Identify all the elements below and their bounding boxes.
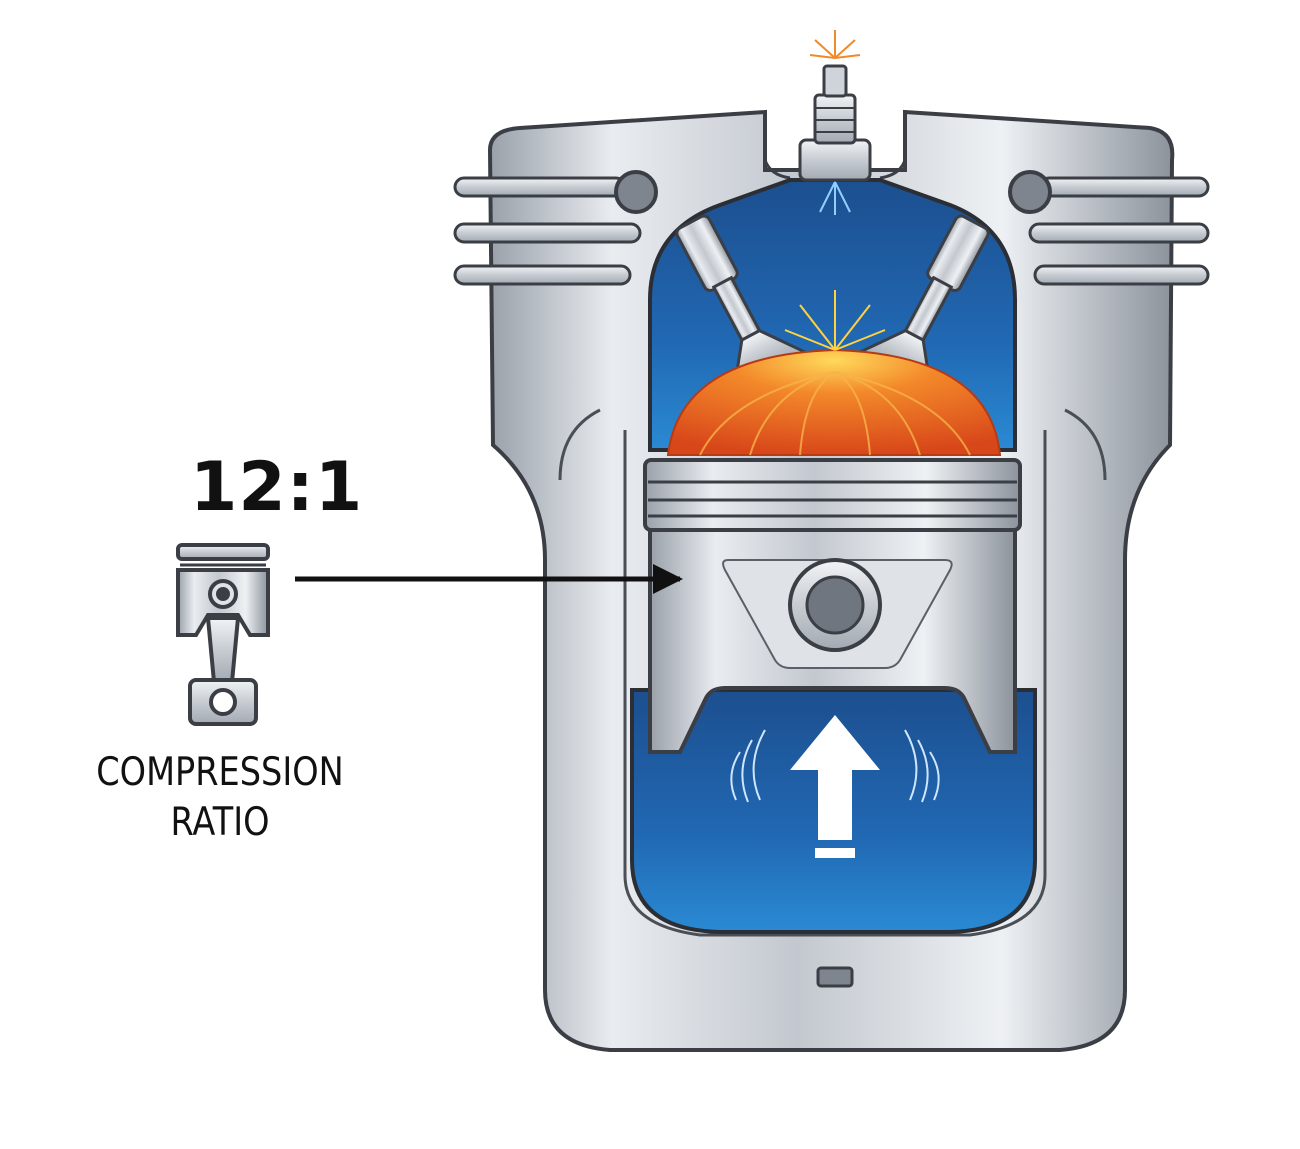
caption-line-1: COMPRESSION — [96, 750, 344, 795]
compression-ratio-value: 12:1 — [190, 448, 364, 527]
bolt-icon — [614, 170, 658, 214]
up-arrow-icon — [730, 715, 940, 858]
cooling-fins-right — [1028, 176, 1210, 286]
combustion-flame — [666, 290, 1002, 456]
cooling-fins-left — [453, 176, 642, 286]
piston-icon — [176, 543, 270, 726]
piston — [643, 458, 1022, 754]
bolt-icon — [1008, 170, 1052, 214]
caption-line-2: RATIO — [170, 800, 270, 845]
compression-ratio-caption: COMPRESSION RATIO — [82, 748, 357, 848]
spark-plug-icon — [798, 30, 872, 215]
